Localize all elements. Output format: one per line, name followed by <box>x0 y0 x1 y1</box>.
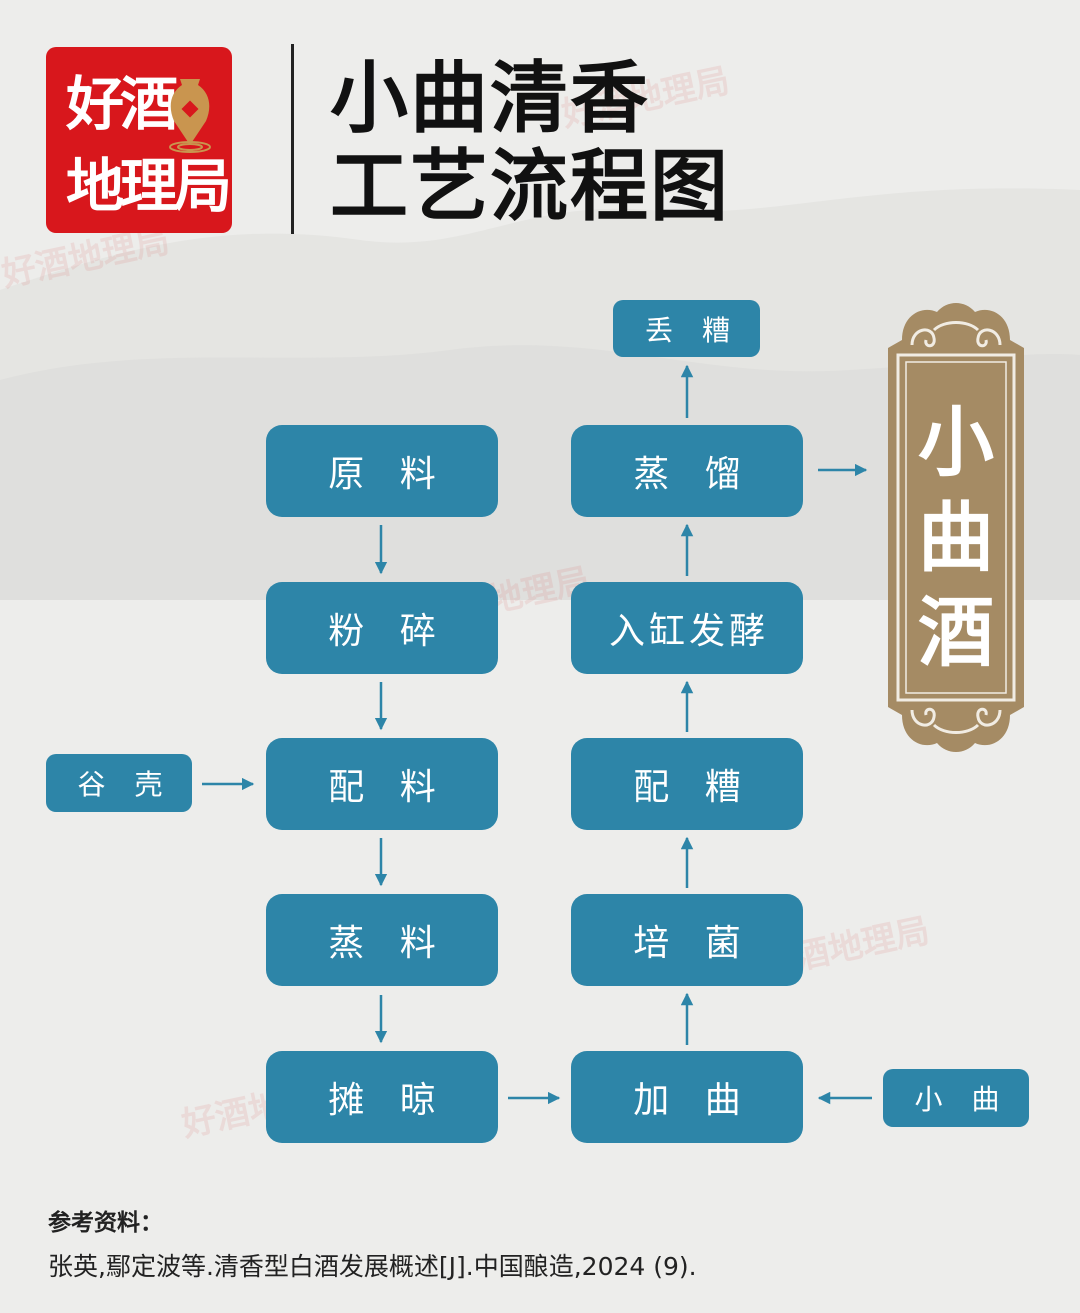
node-label: 入缸发酵 <box>608 611 769 652</box>
references-heading: 参考资料： <box>48 1210 163 1236</box>
product-char: 曲 <box>918 493 994 582</box>
title-line1: 小曲清香 <box>330 53 651 144</box>
node-raw-material: 原 料 <box>266 425 498 517</box>
node-add-qu: 加 曲 <box>571 1051 803 1143</box>
ornate-scroll-frame-icon <box>888 303 1024 752</box>
node-discard-grains: 丢 糟 <box>613 300 760 357</box>
node-steaming: 蒸 料 <box>266 894 498 986</box>
logo-text-line2: 地理局 <box>66 152 232 220</box>
node-label: 配 糟 <box>633 767 753 808</box>
node-mixing: 配 料 <box>266 738 498 830</box>
references: 参考资料： 张英,鄢定波等.清香型白酒发展概述[J].中国酿造,2024 (9)… <box>48 1203 697 1283</box>
node-label: 丢 糟 <box>645 313 740 347</box>
node-xiaoqu: 小 曲 <box>883 1069 1029 1127</box>
node-husk: 谷 壳 <box>46 754 192 812</box>
node-label: 蒸 馏 <box>633 454 753 495</box>
node-label: 培 菌 <box>633 923 753 964</box>
product-name: 小 曲 酒 <box>882 395 1030 680</box>
node-label: 蒸 料 <box>328 923 448 964</box>
node-label: 小 曲 <box>914 1083 1010 1116</box>
node-label: 原 料 <box>328 454 448 495</box>
node-label: 谷 壳 <box>77 768 173 801</box>
node-label: 摊 晾 <box>328 1080 448 1121</box>
node-mix-grains: 配 糟 <box>571 738 803 830</box>
header-divider <box>291 44 294 234</box>
node-cultivation: 培 菌 <box>571 894 803 986</box>
node-distillation: 蒸 馏 <box>571 425 803 517</box>
location-pin-jar-icon <box>169 79 211 153</box>
node-spreading-cooling: 摊 晾 <box>266 1051 498 1143</box>
brand-logo: 好酒 地理局 <box>46 47 232 233</box>
product-char: 小 <box>918 398 994 487</box>
page-title: 小曲清香 工艺流程图 <box>330 55 730 231</box>
node-fermentation: 入缸发酵 <box>571 582 803 674</box>
node-label: 加 曲 <box>633 1080 753 1121</box>
product-scroll-xiaoqu-liquor: 小 曲 酒 <box>882 300 1030 755</box>
node-label: 粉 碎 <box>328 611 448 652</box>
references-citation: 张英,鄢定波等.清香型白酒发展概述[J].中国酿造,2024 (9). <box>48 1252 697 1281</box>
title-line2: 工艺流程图 <box>330 141 731 232</box>
product-char: 酒 <box>918 588 994 677</box>
node-label: 配 料 <box>328 767 448 808</box>
logo-text-line1: 好酒 <box>66 70 178 138</box>
node-crushing: 粉 碎 <box>266 582 498 674</box>
